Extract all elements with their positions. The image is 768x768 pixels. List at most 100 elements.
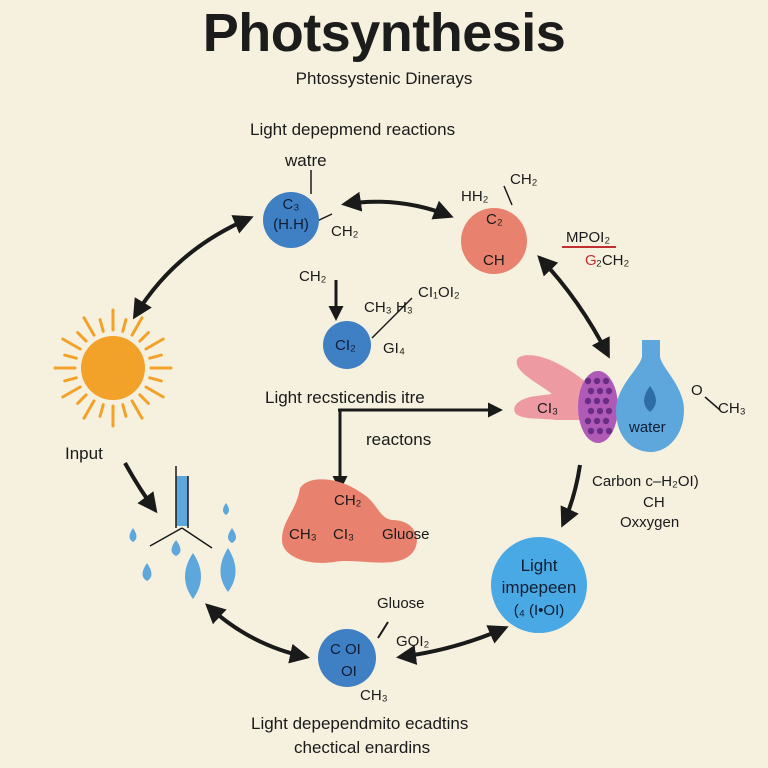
label-ci3-right: CI₃	[537, 400, 559, 417]
molecule-dot	[587, 407, 595, 415]
label-reactions: reactons	[366, 430, 432, 449]
connector-ci2	[371, 297, 413, 339]
molecule-dot	[602, 417, 610, 425]
node-light-right	[491, 537, 587, 633]
molecule-dot	[596, 407, 604, 415]
label-ch3-h3: CH₃ H₃	[364, 299, 413, 316]
molecule-dot	[587, 387, 595, 395]
molecule-dot	[596, 387, 604, 395]
label-g2ch2-g: G	[585, 252, 597, 269]
sun-ray	[130, 399, 144, 420]
label-input: Input	[65, 444, 103, 463]
molecule-dot	[605, 407, 613, 415]
sun-ray	[130, 316, 144, 337]
node-top-left-label-1: C₃	[282, 196, 300, 213]
label-ch3-right: CH₃	[718, 400, 746, 417]
sun-ray	[63, 353, 78, 360]
molecule-dot	[584, 397, 592, 405]
cycle-arrow-bottom-right	[396, 625, 509, 665]
footer-line-2: chectical enardins	[294, 738, 431, 757]
page-title: Photsynthesis	[202, 3, 566, 63]
blob-label-ci3: CI₃	[333, 526, 355, 543]
cycle-arrow-right-down	[560, 464, 582, 528]
label-mpoi2: MPOI₂	[566, 229, 611, 246]
sun-ray	[82, 316, 96, 337]
sun-ray	[76, 331, 88, 343]
molecule-dot	[593, 397, 601, 405]
label-gi4: GI₄	[383, 340, 405, 357]
water-drop-highlight	[644, 386, 656, 412]
sun-ray	[144, 337, 165, 351]
label-ch-red: CH	[483, 252, 505, 269]
label-carbon: Carbon c–H₂OI)	[592, 473, 699, 490]
sun-ray	[98, 403, 105, 418]
node-light-label-1: Light	[520, 556, 558, 575]
sun-ray	[76, 393, 88, 405]
arrow-gluose-to-node	[377, 621, 389, 639]
node-middle-label: CI₂	[335, 337, 356, 354]
node-light-label-3: (₄ (I•OI)	[513, 602, 565, 619]
label-oxygen: Oxxygen	[620, 514, 680, 531]
molecule-icon	[514, 355, 618, 443]
molecule-dot	[587, 427, 595, 435]
molecule-dot	[602, 397, 610, 405]
sun-ray	[61, 385, 82, 399]
molecule-dot	[605, 427, 613, 435]
label-c2: C₂	[486, 211, 503, 228]
footer-line-1: Light depependmito ecadtins	[251, 714, 469, 733]
label-g2ch2-rest: ₂CH₂	[596, 252, 630, 269]
label-hh2: HH₂	[461, 188, 489, 205]
node-top-left-label-2: (H.H)	[273, 216, 309, 233]
molecule-dot	[593, 377, 601, 385]
sun-ray	[61, 337, 82, 351]
sun-ray	[148, 376, 163, 383]
sun-ray	[138, 393, 150, 405]
node-bottom-label-1: C OI	[330, 641, 361, 658]
sun-ray	[138, 331, 150, 343]
sun-ray	[121, 403, 128, 418]
water-drops-icon	[129, 466, 236, 599]
label-goi2: GOI₂	[396, 633, 430, 650]
molecule-dot	[596, 427, 604, 435]
node-bottom-label-2: OI	[341, 663, 357, 680]
node-middle	[323, 321, 371, 369]
connector-o	[704, 396, 721, 411]
molecule-dot	[584, 377, 592, 385]
cycle-arrow-sun-to-top	[132, 215, 254, 320]
sun-ray	[82, 399, 96, 420]
label-ch-right: CH	[643, 494, 665, 511]
cycle-arrow-right-top	[537, 255, 610, 359]
blob-label-ch3: CH₃	[289, 526, 317, 543]
label-water-top: watre	[285, 151, 327, 170]
page-subtitle: Phtossystenic Dinerays	[295, 69, 473, 88]
label-light-dependent-top: Light depepmend reactions	[250, 120, 456, 139]
node-top-right	[461, 208, 527, 274]
molecule-dot	[602, 377, 610, 385]
label-o: O	[691, 382, 703, 399]
glucose-blob-shape	[282, 479, 417, 563]
label-cioi2: CI₁OI₂	[418, 284, 460, 301]
label-light-reactions: Light recsticendis itre	[265, 388, 425, 407]
blob-label-ch2: CH₂	[334, 492, 362, 509]
cycle-arrow-left-down	[123, 462, 158, 514]
label-water-drop: water	[629, 419, 666, 436]
label-ch2-b: CH₂	[510, 171, 538, 188]
label-ch3-bottom: CH₃	[360, 687, 388, 704]
sun-ray	[63, 376, 78, 383]
molecule-dot	[605, 387, 613, 395]
label-ch2-a: CH₂	[331, 223, 359, 240]
sun-ray	[98, 318, 105, 333]
blob-label-gluose: Gluose	[382, 526, 430, 543]
connector-ch2-b	[503, 185, 513, 206]
cycle-arrow-top	[341, 191, 454, 220]
node-light-label-2: impepeen	[501, 578, 577, 597]
sun-icon	[53, 308, 173, 428]
label-gluose-bottom: Gluose	[377, 595, 425, 612]
molecule-dot	[584, 417, 592, 425]
label-ch2-c: CH₂	[299, 268, 327, 285]
cycle-arrow-bottom-left	[205, 603, 310, 664]
node-top-left	[263, 192, 319, 248]
sun-ray	[144, 385, 165, 399]
